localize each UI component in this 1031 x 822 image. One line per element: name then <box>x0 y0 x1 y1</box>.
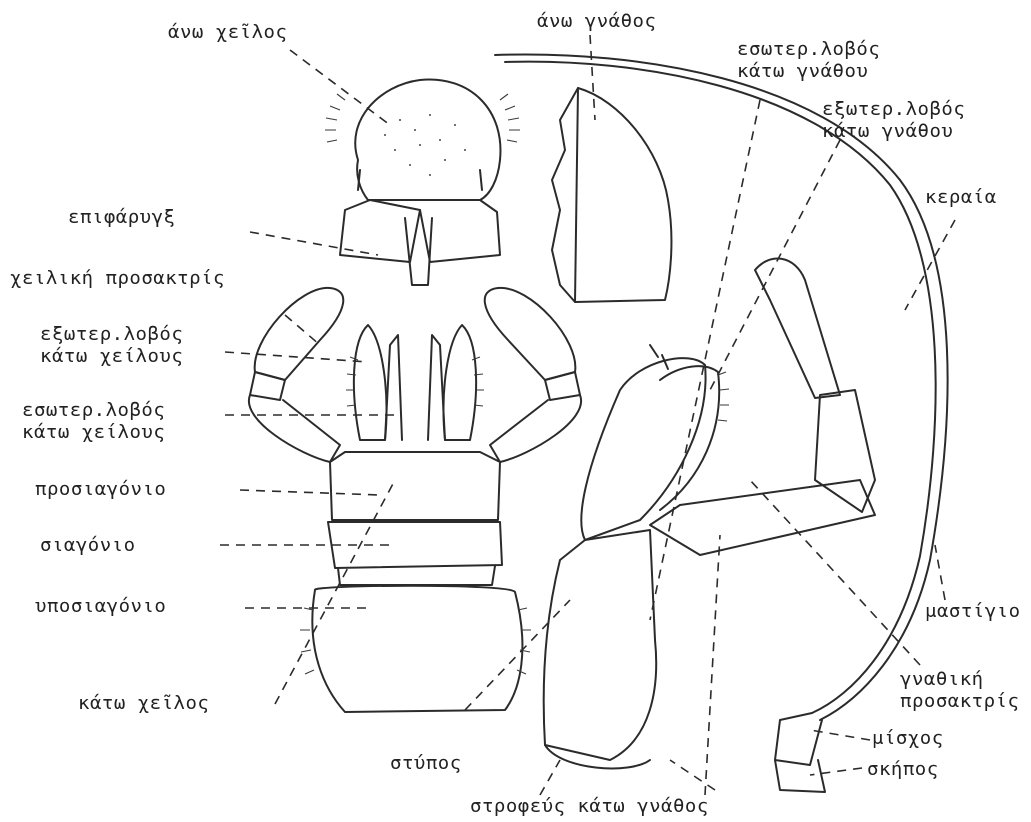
label-scape: σκήπος <box>867 758 939 780</box>
mandible-drawing <box>552 88 671 302</box>
label-cardo-maxilla: στροφεύς κάτω γνάθος <box>470 795 709 817</box>
label-lower-lip: κάτω χεῖλος <box>78 692 209 714</box>
label-stipes: στύπος <box>390 752 462 774</box>
labrum-drawing <box>325 80 520 285</box>
label-inner-lobe-maxilla: εσωτερ.λοβός κάτω γνάθου <box>737 38 880 82</box>
label-prementum: προσιαγόνιο <box>35 478 166 500</box>
label-submentum: υποσιαγόνιο <box>35 595 166 617</box>
label-outer-lobe-maxilla: εξωτερ.λοβός κάτω γνάθου <box>822 98 965 142</box>
label-mentum: σιαγόνιο <box>40 534 136 556</box>
label-outer-lobe-lower-lip: εξωτερ.λοβός κάτω χείλους <box>40 323 183 367</box>
label-maxillary-palp: γναθική προσακτρίς <box>900 668 1019 712</box>
label-labial-palp: χειλική προσακτρίς <box>10 267 225 289</box>
label-upper-lip: άνω χεῖλος <box>168 21 287 43</box>
label-epipharynx: επιφάρυγξ <box>68 206 175 228</box>
antenna-drawing <box>495 54 948 792</box>
label-pedicel: μίσχος <box>872 727 944 749</box>
label-inner-lobe-lower-lip: εσωτερ.λοβός κάτω χείλους <box>22 399 165 443</box>
maxilla-drawing <box>544 259 875 769</box>
label-antenna: κεραία <box>925 186 997 208</box>
labium-drawing <box>249 288 581 712</box>
label-upper-jaw: άνω γνάθος <box>537 10 656 32</box>
leader-lines <box>220 35 955 795</box>
label-flagellum: μαστίγιο <box>925 600 1021 622</box>
